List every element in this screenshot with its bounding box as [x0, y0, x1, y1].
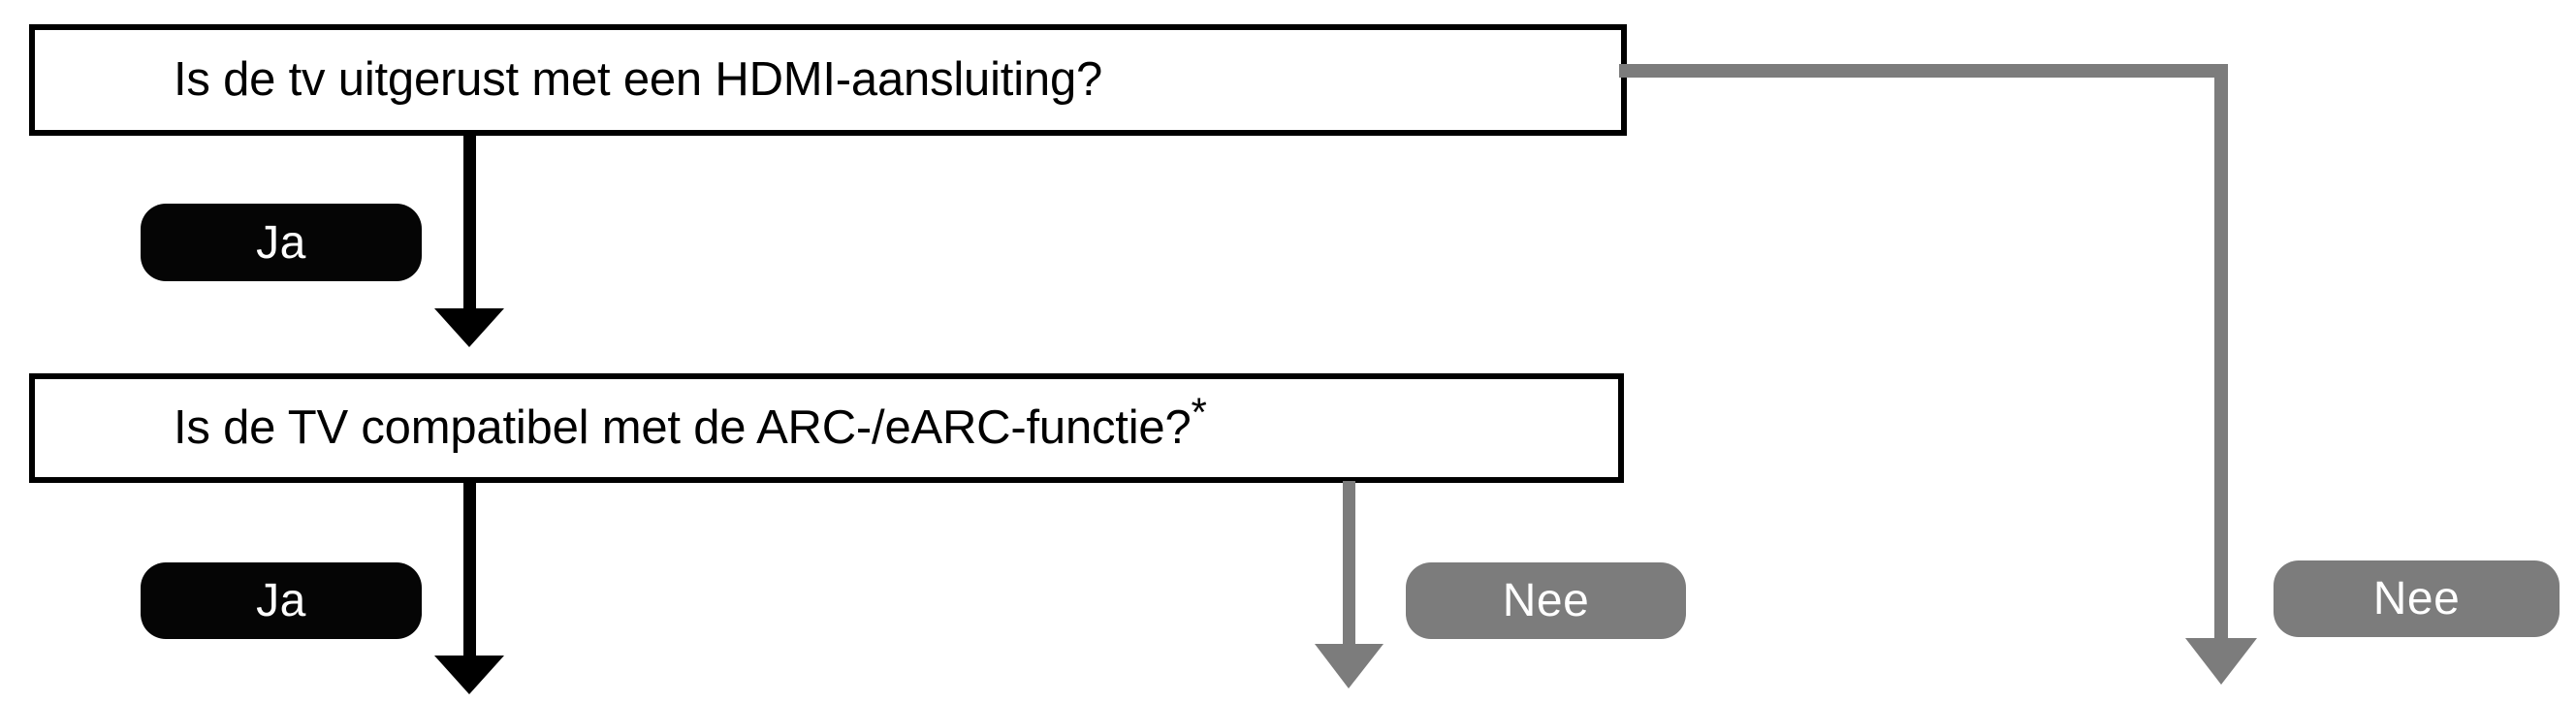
edge-label-nee-hdmi-text: Nee — [2372, 573, 2461, 624]
arrowhead-down-icon — [434, 656, 504, 694]
connector-shaft — [463, 134, 476, 314]
edge-label-nee-arc-text: Nee — [1502, 575, 1590, 626]
connector-horizontal-segment — [1619, 64, 2228, 78]
decision-box-arc-label: Is de TV compatibel met de ARC-/eARC-fun… — [35, 392, 1207, 455]
edge-label-ja-hdmi-text: Ja — [256, 216, 306, 269]
decision-box-hdmi[interactable]: Is de tv uitgerust met een HDMI-aansluit… — [29, 24, 1627, 136]
edge-label-ja-arc: Ja — [141, 562, 422, 639]
edge-label-nee-arc: Nee — [1406, 562, 1686, 639]
connector-elbow-nee-hdmi — [1619, 64, 2257, 685]
connector-vertical-segment — [2214, 64, 2228, 646]
connector-shaft — [1343, 481, 1355, 652]
decision-box-hdmi-label: Is de tv uitgerust met een HDMI-aansluit… — [174, 52, 1103, 106]
edge-label-ja-arc-text: Ja — [256, 575, 306, 626]
edge-label-ja-hdmi: Ja — [141, 204, 422, 281]
connector-arrow-nee-arc — [1315, 481, 1383, 688]
arrowhead-down-icon — [2185, 638, 2257, 685]
connector-shaft — [463, 481, 476, 661]
footnote-asterisk-icon: * — [1191, 389, 1207, 435]
edge-label-nee-hdmi: Nee — [2274, 560, 2560, 637]
arrowhead-down-icon — [1315, 644, 1383, 688]
arrowhead-down-icon — [434, 308, 504, 347]
connector-arrow-ja-arc — [434, 481, 504, 694]
decision-box-arc[interactable]: Is de TV compatibel met de ARC-/eARC-fun… — [29, 373, 1624, 483]
connector-arrow-ja-hdmi — [434, 134, 504, 347]
decision-box-arc-text: Is de TV compatibel met de ARC-/eARC-fun… — [174, 400, 1192, 454]
